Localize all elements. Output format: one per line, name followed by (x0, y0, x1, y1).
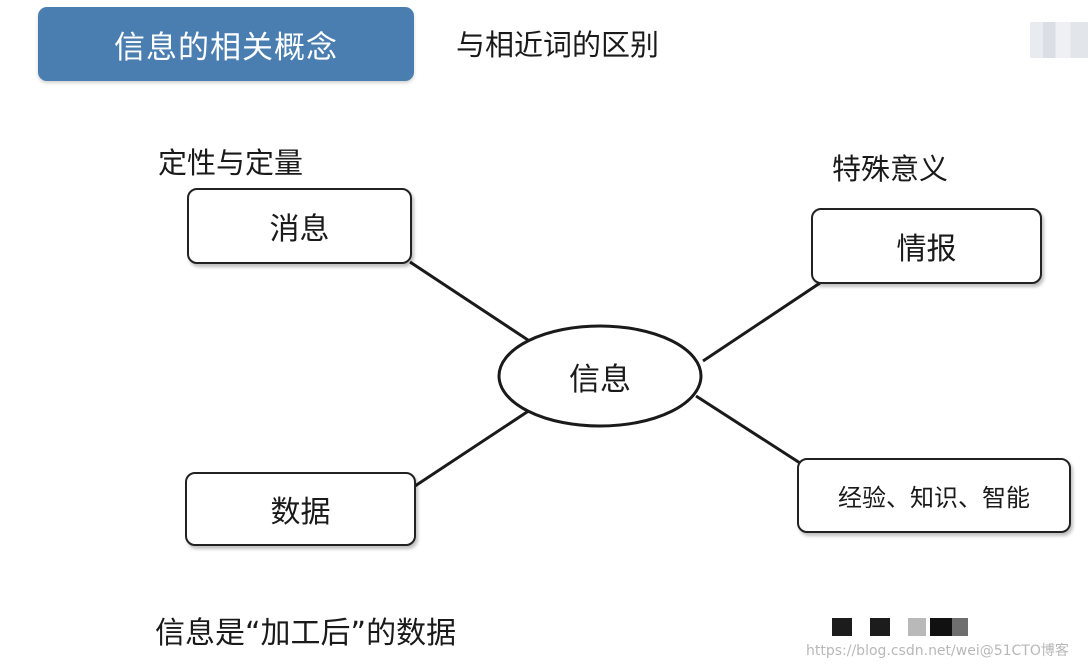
line-to-message (409, 260, 529, 342)
node-intelligence-label: 情报 (896, 232, 957, 267)
node-data: 数据 (185, 472, 416, 546)
subtitle: 与相近词的区别 (456, 28, 660, 62)
label-special-meaning: 特殊意义 (832, 152, 949, 186)
center-ellipse (497, 324, 703, 428)
line-to-experience (695, 394, 801, 465)
watermark: https://blog.csdn.net/wei@51CTO博客 (806, 643, 1069, 659)
corner-blurred-icon (1030, 22, 1088, 58)
line-to-intelligence (702, 281, 821, 363)
title-tab-label: 信息的相关概念 (114, 29, 338, 66)
line-to-data (414, 408, 531, 488)
node-message-label: 消息 (269, 212, 330, 247)
node-intelligence: 情报 (811, 208, 1042, 284)
node-experience-knowledge-label: 经验、知识、智能 (838, 484, 1030, 512)
center-node-label: 信息 (569, 361, 631, 398)
node-data-label: 数据 (270, 495, 331, 530)
label-qualitative-quantitative: 定性与定量 (158, 146, 304, 180)
title-tab[interactable]: 信息的相关概念 (38, 7, 414, 81)
node-experience-knowledge: 经验、知识、智能 (797, 458, 1071, 533)
blurred-blocks (832, 618, 968, 636)
node-message: 消息 (187, 188, 412, 264)
footer-statement: 信息是“加工后”的数据 (155, 616, 457, 651)
